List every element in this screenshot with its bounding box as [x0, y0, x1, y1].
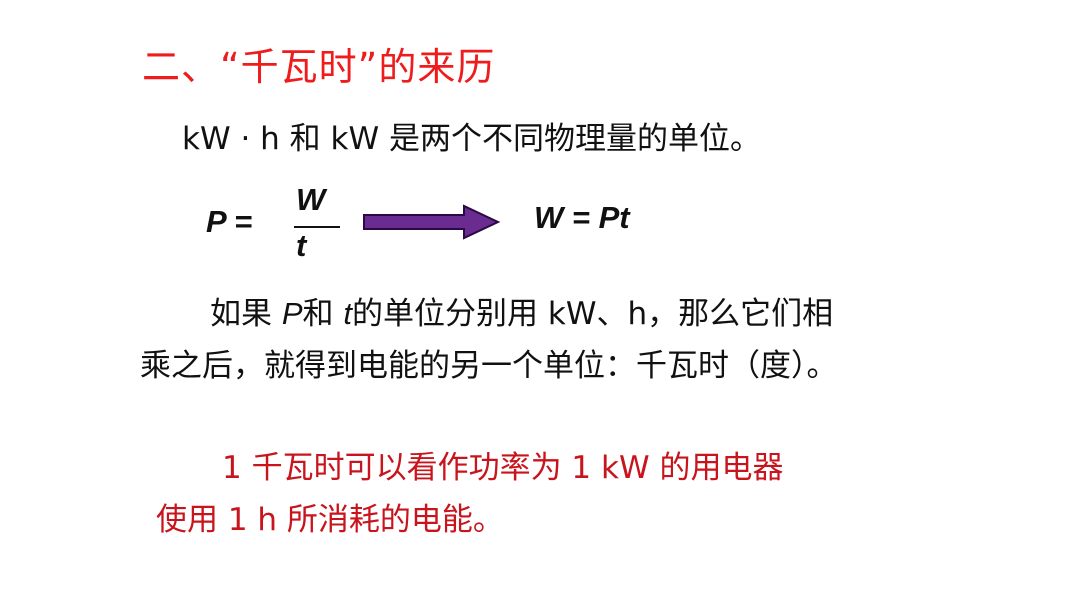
paragraph-text: 如果	[210, 296, 282, 332]
fraction-numerator: W	[296, 182, 326, 217]
units-statement: kW · h 和 kW 是两个不同物理量的单位。	[182, 121, 761, 157]
variable-t: t	[343, 296, 353, 331]
fraction-bar	[294, 226, 340, 228]
paragraph-line-1: 如果 P和 t的单位分别用 kW、h，那么它们相	[210, 288, 833, 333]
paragraph-line-2: 乘之后，就得到电能的另一个单位：千瓦时（度）。	[140, 348, 838, 384]
definition-line-1: 1 千瓦时可以看作功率为 1 kW 的用电器	[222, 450, 784, 486]
paragraph-text: 的单位分别用 kW、h，那么它们相	[352, 296, 834, 332]
energy-formula: W = Pt	[534, 200, 630, 235]
slide-title: 二、“千瓦时”的来历	[142, 45, 496, 89]
right-arrow-icon	[363, 204, 501, 240]
fraction-denominator: t	[296, 228, 307, 263]
definition-line-2: 使用 1 h 所消耗的电能。	[156, 502, 504, 538]
variable-p: P	[281, 296, 303, 331]
formula-lhs: P =	[206, 204, 253, 239]
paragraph-text: 和	[302, 296, 344, 332]
